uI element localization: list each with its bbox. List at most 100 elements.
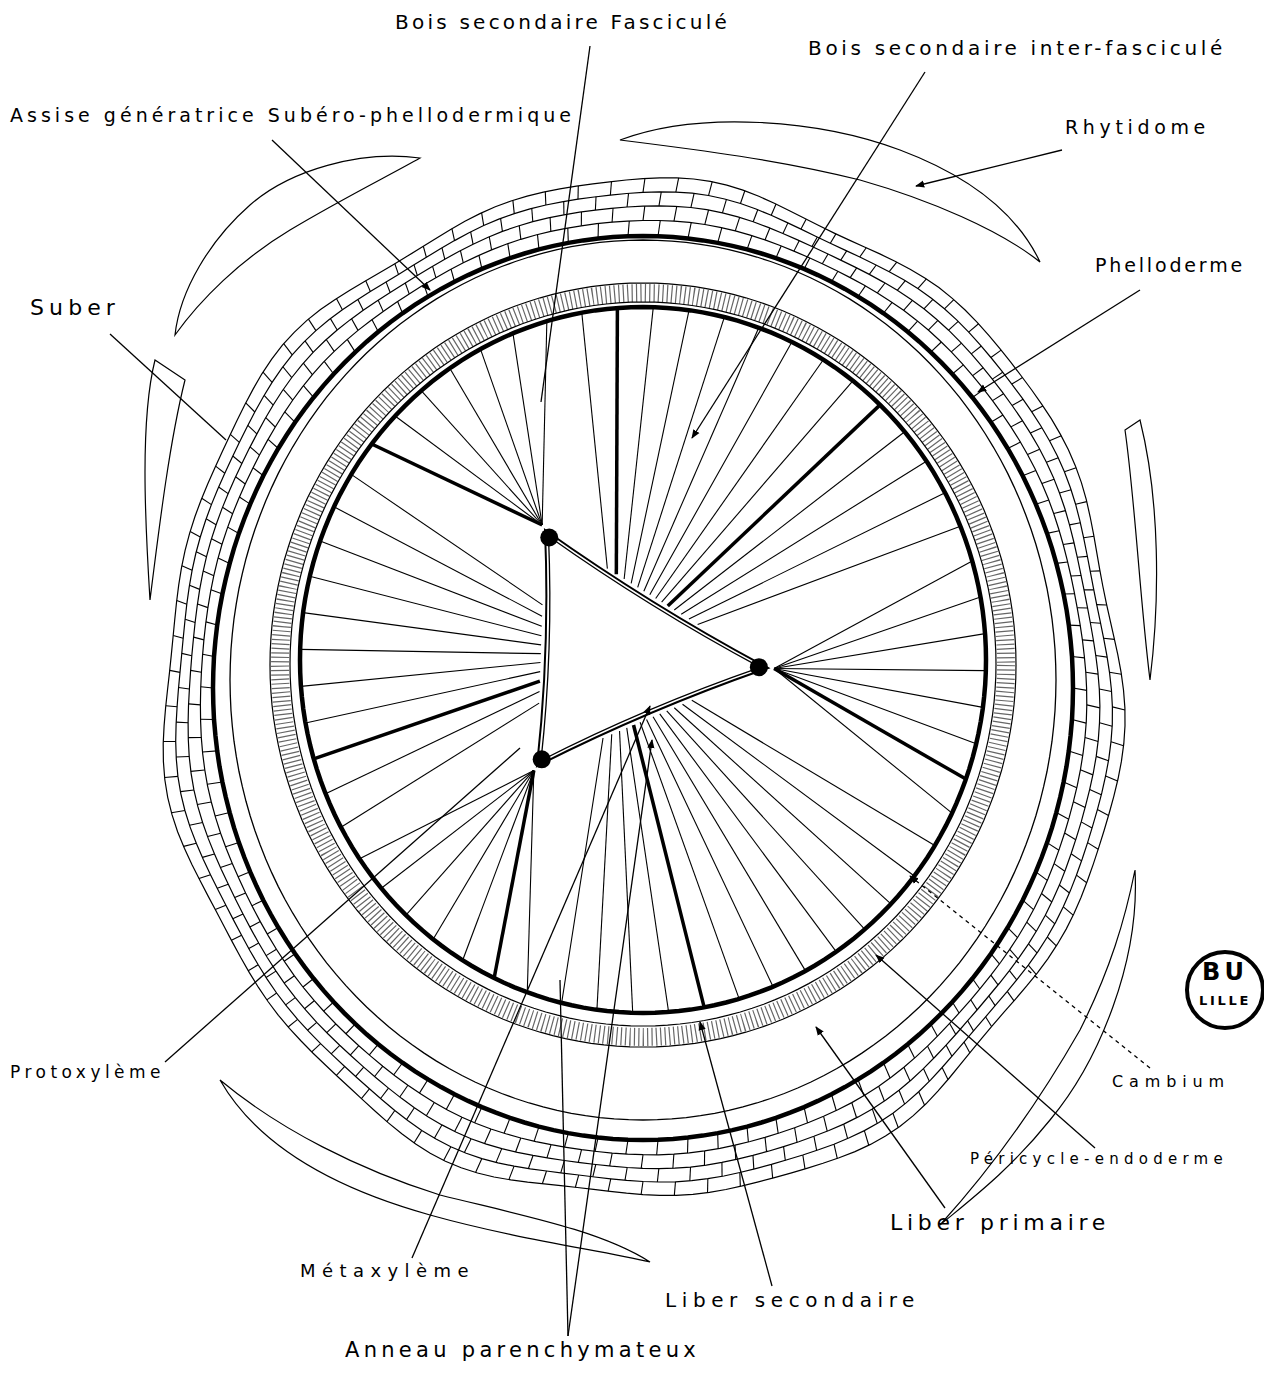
suber-cell-wall: [923, 1069, 929, 1082]
suber-cell-wall: [226, 843, 239, 847]
suber-cell-wall: [375, 1066, 383, 1076]
suber-cell-wall: [1012, 378, 1023, 385]
suber-cell-wall: [801, 219, 806, 229]
suber-cell-wall: [1072, 720, 1086, 724]
suber-cell-wall: [1077, 607, 1087, 608]
rhytidome-flake: [1125, 420, 1157, 680]
suber-cell-wall: [189, 823, 202, 826]
suber-cell-wall: [250, 922, 260, 927]
suber-cell-wall: [305, 1001, 315, 1009]
suber-cell-wall: [689, 1167, 691, 1181]
suber-cell-wall: [1008, 928, 1018, 938]
suber-cell-wall: [228, 527, 239, 533]
suber-cell-wall: [691, 193, 694, 207]
suber-cell-wall: [250, 447, 259, 455]
suber-cell-wall: [1096, 656, 1107, 658]
suber-cell-wall: [1090, 789, 1102, 794]
suber-cell-wall: [386, 282, 390, 293]
suber-cell-wall: [1082, 640, 1093, 641]
suber-cell-wall: [266, 949, 276, 955]
suber-cell-wall: [1071, 854, 1081, 861]
suber-cell-wall: [575, 1175, 578, 1187]
leader-line: [700, 1022, 772, 1286]
leader-line: [568, 740, 652, 1336]
rhytidome-flake: [220, 1080, 650, 1262]
suber-cell-wall: [203, 654, 214, 656]
suber-cell-wall: [372, 320, 378, 332]
medullary-ray: [314, 681, 540, 759]
suber-cell-wall: [1047, 843, 1059, 851]
suber-cell-wall: [414, 265, 417, 276]
suber-cell-wall: [206, 622, 217, 625]
suber-cell-wall: [163, 741, 175, 742]
suber-cell-wall: [504, 1118, 510, 1133]
suber-cell-wall: [688, 223, 691, 239]
suber-cell-wall: [919, 1092, 925, 1105]
suber-cell-wall: [1029, 944, 1038, 953]
suber-cell-wall: [893, 1113, 898, 1127]
suber-cell-wall: [166, 706, 177, 707]
secondary-xylem-line: [774, 669, 986, 671]
suber-cell-wall: [860, 248, 866, 257]
suber-cell-wall: [464, 1139, 471, 1153]
suber-cell-wall: [203, 571, 214, 576]
suber-cell-wall: [378, 300, 383, 311]
suber-cell-wall: [612, 208, 614, 222]
secondary-xylem-line: [513, 333, 542, 525]
suber-cell-wall: [444, 1147, 451, 1161]
rhytidome-flake: [145, 360, 185, 600]
secondary-xylem-line: [360, 770, 534, 858]
suber-cell-wall: [283, 389, 292, 400]
suber-cell-wall: [969, 324, 979, 332]
suber-cell-wall: [479, 255, 482, 269]
suber-cell-wall: [718, 228, 722, 243]
suber-cell-wall: [528, 1155, 533, 1168]
suber-cell-wall: [336, 1066, 344, 1075]
leader-line: [916, 150, 1062, 186]
protoxylem-pole: [533, 750, 551, 768]
suber-cell-wall: [1023, 900, 1034, 909]
suber-cell-wall: [547, 1145, 551, 1158]
parenchyma-ring: [541, 536, 760, 760]
suber-cell-wall: [352, 319, 358, 331]
suber-cell-wall: [534, 1127, 539, 1142]
liber-outer-line: [270, 283, 1016, 1047]
suber-cell-wall: [331, 1045, 340, 1054]
suber-cell-wall: [1076, 875, 1086, 883]
suber-cell-wall: [1071, 575, 1081, 577]
suber-cell-wall: [1028, 965, 1036, 974]
suber-cell-wall: [218, 558, 230, 563]
suber-cell-wall: [722, 199, 726, 212]
suber-cell-wall: [844, 1124, 848, 1139]
suber-cell-wall: [986, 1017, 992, 1027]
suber-cell-wall: [394, 1063, 403, 1075]
suber-cell-wall: [1072, 656, 1085, 657]
suber-cell-wall: [191, 770, 205, 771]
suber-cell-wall: [267, 928, 278, 934]
suber-cell-wall: [641, 1155, 643, 1169]
suber-cell-wall: [207, 782, 222, 784]
suber-cell-wall: [625, 1168, 627, 1181]
secondary-xylem-line: [667, 711, 865, 929]
suber-cell-wall: [188, 737, 201, 738]
suber-ring: [176, 192, 1113, 1182]
leader-line: [412, 706, 650, 1258]
medullary-ray: [494, 770, 534, 978]
suber-cell-wall: [176, 722, 188, 724]
suber-cell-wall: [991, 415, 1003, 422]
suber-cell-wall: [288, 1019, 297, 1027]
suber-cell-wall: [324, 361, 333, 374]
suber-cell-wall: [598, 224, 599, 239]
tissue-label: Phelloderme: [1095, 254, 1245, 277]
suber-cell-wall: [1112, 707, 1125, 710]
suber-cell-wall: [216, 466, 225, 473]
suber-cell-wall: [1099, 689, 1111, 691]
suber-cell-wall: [179, 688, 190, 689]
inner-rings: [230, 240, 1056, 1120]
leader-line: [110, 334, 226, 440]
suber-cell-wall: [419, 1079, 428, 1093]
suber-cell-wall: [735, 217, 739, 230]
suber-cell-wall: [1054, 864, 1065, 872]
suber-cell-wall: [366, 281, 371, 292]
